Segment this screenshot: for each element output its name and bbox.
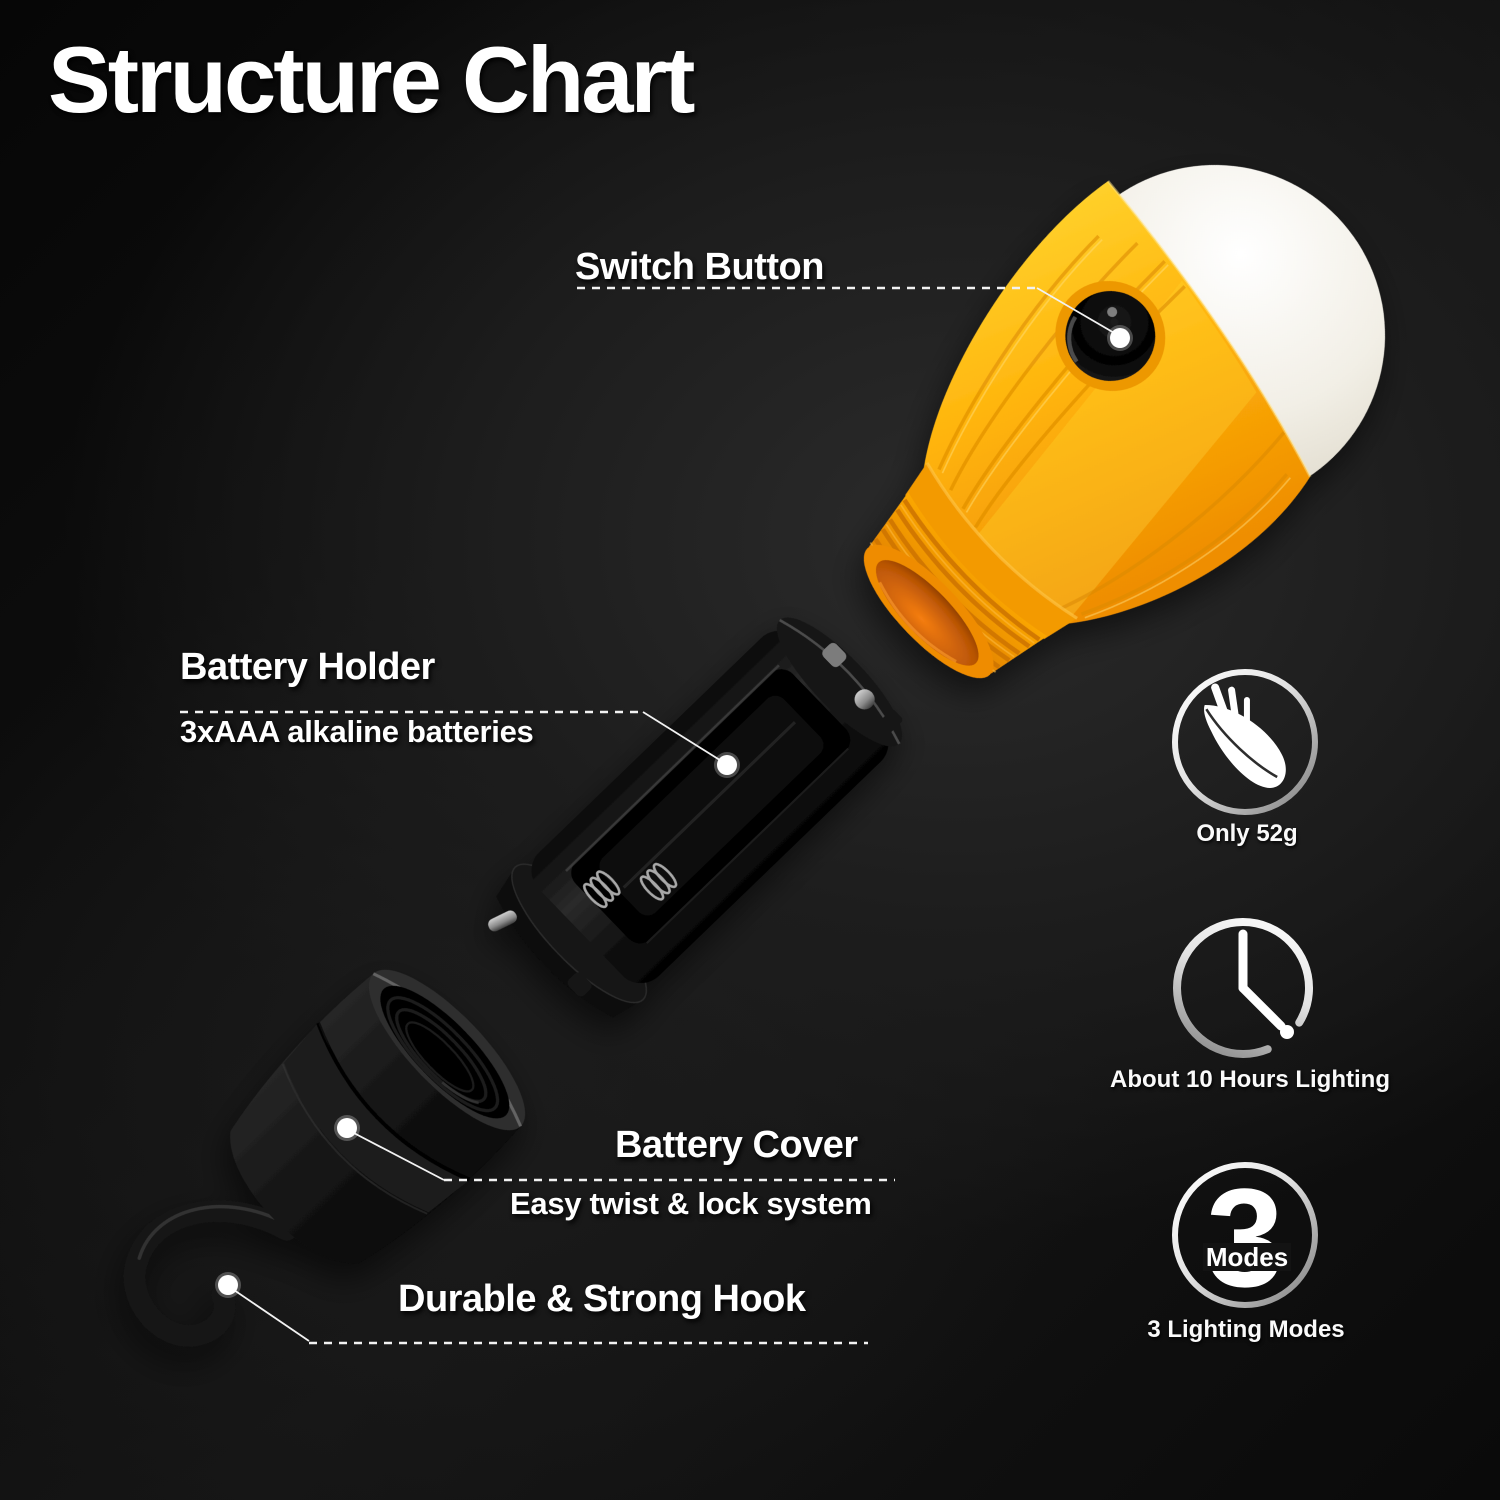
callout-battery-cover-sublabel: Easy twist & lock system <box>510 1186 872 1221</box>
modes-number: 3 <box>1206 1159 1284 1316</box>
three-modes-icon-ring <box>1172 1162 1318 1308</box>
clock-icon-ring <box>1173 918 1313 1058</box>
battery-holder-illustration <box>488 617 903 1018</box>
leader-lines <box>180 286 1117 1345</box>
leader-solid-holder <box>642 711 724 763</box>
page-title: Structure Chart <box>48 27 695 132</box>
hook-illustration <box>123 1200 298 1347</box>
holder-dot <box>717 755 737 775</box>
bulb-neck-flange <box>905 462 1078 639</box>
cover-opening <box>380 985 510 1119</box>
clock-dot <box>1280 1025 1294 1039</box>
hook-dot <box>218 1275 238 1295</box>
feature-weight-caption: Only 52g <box>1196 820 1298 847</box>
contact-pin <box>488 910 517 932</box>
callout-battery-holder-label: Battery Holder <box>180 646 435 688</box>
feather-icon <box>1204 683 1286 789</box>
modes-word: Modes <box>1206 1242 1288 1272</box>
leader-solid-hook <box>230 1287 310 1342</box>
callout-hook-label: Durable & Strong Hook <box>398 1278 806 1320</box>
leader-solid-switch <box>1036 287 1117 335</box>
feather-icon-ring <box>1172 669 1318 815</box>
switch-dot <box>1110 328 1130 348</box>
bulb-illustration <box>863 165 1385 679</box>
leader-dots <box>215 325 1133 1298</box>
feature-weight <box>1172 669 1318 815</box>
cover-dot <box>337 1118 357 1138</box>
feature-runtime-caption: About 10 Hours Lighting <box>1110 1066 1390 1093</box>
leader-solid-cover <box>349 1130 445 1181</box>
top-contact <box>854 689 875 710</box>
callout-battery-holder-sublabel: 3xAAA alkaline batteries <box>180 714 534 749</box>
feature-runtime <box>1173 918 1313 1058</box>
clock-icon <box>1238 929 1286 1031</box>
feature-modes-caption: 3 Lighting Modes <box>1147 1316 1345 1343</box>
battery-springs <box>583 862 678 909</box>
battery-cover-illustration <box>123 969 526 1347</box>
feature-modes: 3 Modes <box>1172 1159 1318 1316</box>
callout-battery-cover-label: Battery Cover <box>615 1124 858 1166</box>
callout-switch-button-label: Switch Button <box>575 246 824 288</box>
